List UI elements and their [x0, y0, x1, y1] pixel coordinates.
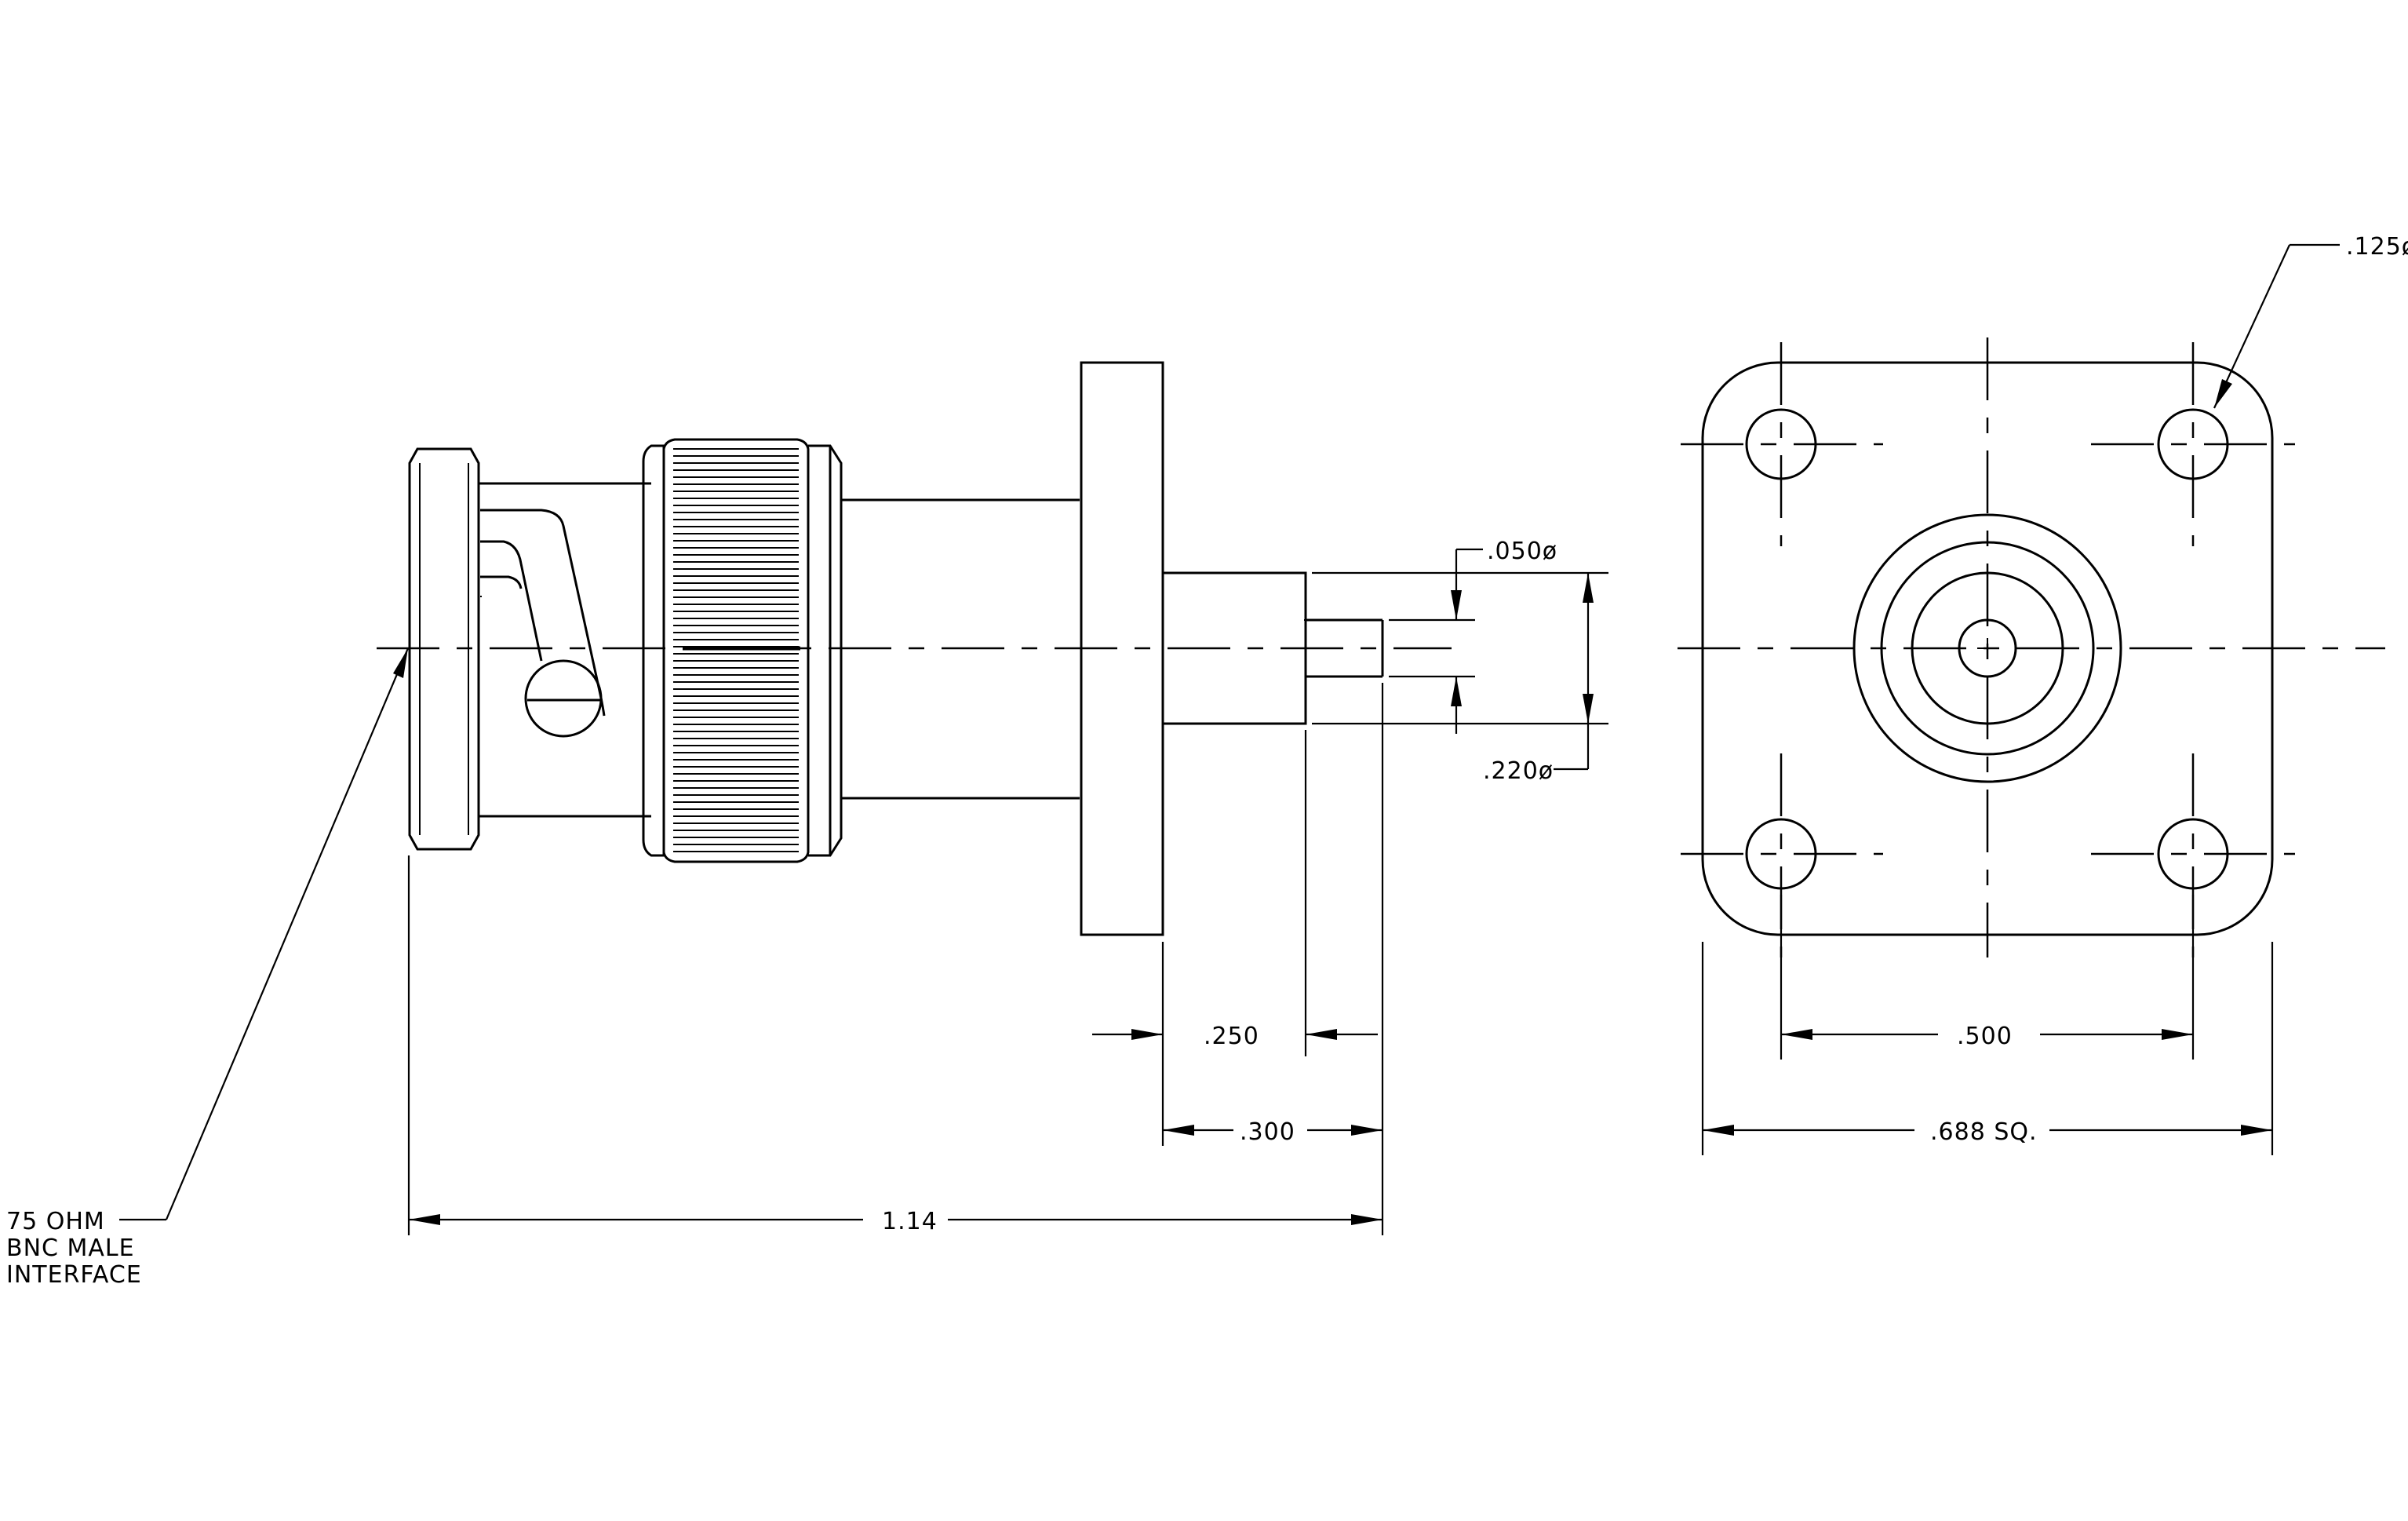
- knurl-lines: [673, 448, 799, 852]
- len-250-dimension: .250: [1092, 1023, 1378, 1050]
- side-extension-lines: [407, 571, 1608, 1235]
- bnc-front-collar: [408, 447, 480, 851]
- bayonet-body: [479, 482, 651, 818]
- side-view: .050ø .220ø .250 .300: [6, 361, 1608, 1289]
- interface-circles: [1852, 513, 2122, 783]
- center-pin: [1304, 618, 1384, 678]
- mounting-holes: [1681, 342, 2295, 957]
- interface-callout-line3: INTERFACE: [6, 1261, 142, 1289]
- interface-leader: 75 OHM BNC MALE INTERFACE: [6, 647, 410, 1289]
- hole-spacing-label: .500: [1957, 1023, 2013, 1050]
- body-dia-label: .220ø: [1483, 757, 1554, 785]
- hole-spacing-dimension: .500: [1781, 1023, 2193, 1050]
- hole-dia-leader: .125ø: [2213, 233, 2408, 409]
- pin-dia-dimension: .050ø: [1451, 538, 1557, 734]
- interface-callout-line2: BNC MALE: [6, 1235, 135, 1262]
- len-250-label: .250: [1204, 1023, 1259, 1050]
- bayonet-slot: [480, 509, 606, 717]
- dielectric-stub: [1161, 571, 1307, 725]
- overall-length-dimension: 1.14: [409, 1208, 1383, 1235]
- pin-dia-label: .050ø: [1487, 538, 1557, 565]
- overall-length-label: 1.14: [882, 1208, 938, 1235]
- flange-size-dimension: .688 SQ.: [1703, 1118, 2272, 1146]
- body-dia-dimension: .220ø: [1483, 573, 1594, 785]
- len-300-dimension: .300: [1163, 1118, 1383, 1146]
- front-view: .500 .688 SQ. .125ø: [1678, 233, 2408, 1155]
- flange-size-label: .688 SQ.: [1930, 1118, 2038, 1146]
- len-300-label: .300: [1240, 1118, 1295, 1146]
- knurled-coupling-nut: [642, 438, 843, 863]
- interface-callout-line1: 75 OHM: [6, 1208, 105, 1235]
- rear-body: [841, 498, 1080, 800]
- hole-dia-label: .125ø: [2346, 233, 2408, 261]
